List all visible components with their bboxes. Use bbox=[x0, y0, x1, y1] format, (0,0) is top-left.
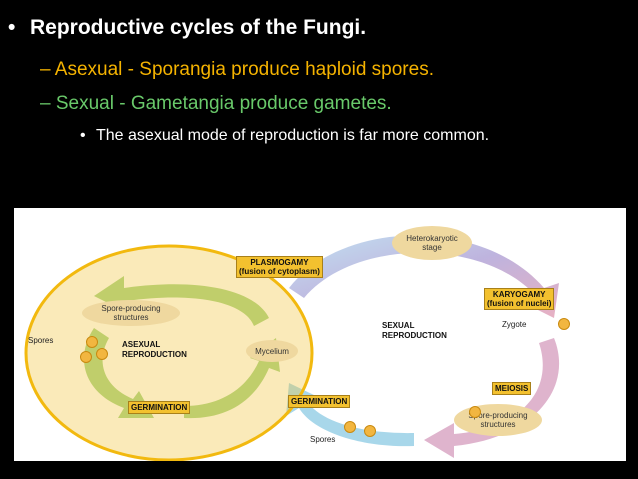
spore-structures-left-label: Spore-producing bbox=[101, 304, 161, 313]
spore-icon bbox=[364, 425, 376, 437]
sexual-label-1: SEXUAL bbox=[382, 321, 415, 330]
note-bullet-text: The asexual mode of reproduction is far … bbox=[96, 127, 490, 144]
spore-structures-right-label: Spore-producing bbox=[468, 411, 528, 420]
main-bullet-text: Reproductive cycles of the Fungi. bbox=[30, 16, 367, 39]
spore-structures-left-sub: structures bbox=[113, 313, 149, 322]
bullet-dot-icon: • bbox=[80, 127, 86, 144]
bullet-dot-icon: • bbox=[8, 16, 16, 39]
main-bullet: • Reproductive cycles of the Fungi. bbox=[8, 16, 366, 40]
sexual-cycle-arrow-icon bbox=[286, 383, 414, 447]
mycelium-bubble: Mycelium bbox=[246, 340, 298, 362]
zygote-icon bbox=[558, 318, 570, 330]
sexual-label-2: REPRODUCTION bbox=[382, 331, 447, 340]
sexual-reproduction-label: SEXUAL REPRODUCTION bbox=[382, 321, 447, 341]
karyogamy-box: KARYOGAMY (fusion of nuclei) bbox=[484, 288, 555, 310]
asexual-cycle-arrow-icon bbox=[94, 276, 269, 326]
spore-icon bbox=[469, 406, 481, 418]
plasmogamy-box: PLASMOGAMY (fusion of cytoplasm) bbox=[236, 256, 323, 278]
asexual-label-1: ASEXUAL bbox=[122, 340, 161, 349]
cycle-arrows bbox=[24, 235, 560, 461]
germination-right-box: GERMINATION bbox=[288, 395, 351, 408]
asexual-label-2: REPRODUCTION bbox=[122, 350, 187, 359]
heterokaryotic-sub: stage bbox=[422, 243, 442, 252]
spore-icon bbox=[80, 351, 92, 363]
sexual-cycle-arrow-icon bbox=[289, 235, 559, 318]
spore-icon bbox=[86, 336, 98, 348]
highlight-circle bbox=[24, 244, 314, 461]
spore-icon bbox=[344, 421, 356, 433]
spores-bottom-label: Spores bbox=[310, 435, 336, 444]
heterokaryotic-label: Heterokaryotic bbox=[406, 234, 458, 243]
germination-left-box: GERMINATION bbox=[128, 401, 191, 414]
karyogamy-label: KARYOGAMY bbox=[492, 290, 546, 299]
plasmogamy-sub: (fusion of cytoplasm) bbox=[239, 267, 320, 276]
spores-left-label: Spores bbox=[28, 336, 54, 345]
sexual-cycle-arrow-icon bbox=[424, 338, 560, 458]
asexual-bullet: – Asexual - Sporangia produce haploid sp… bbox=[40, 59, 434, 80]
spore-icon bbox=[96, 348, 108, 360]
plasmogamy-label: PLASMOGAMY bbox=[250, 258, 309, 267]
asexual-reproduction-label: ASEXUAL REPRODUCTION bbox=[122, 340, 187, 360]
sexual-bullet: – Sexual - Gametangia produce gametes. bbox=[40, 93, 392, 114]
spore-structures-right-sub: structures bbox=[480, 420, 516, 429]
zygote-label: Zygote bbox=[502, 320, 527, 329]
meiosis-box: MEIOSIS bbox=[492, 382, 532, 395]
note-bullet: • The asexual mode of reproduction is far… bbox=[80, 127, 489, 145]
karyogamy-sub: (fusion of nuclei) bbox=[487, 299, 552, 308]
